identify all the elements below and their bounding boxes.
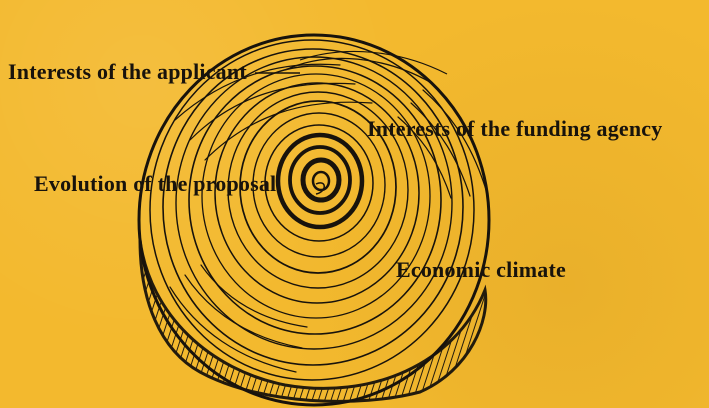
tree-ring-cross-section-icon (137, 33, 491, 407)
label-evolution-of-the-proposal: Evolution of the proposal (34, 171, 277, 196)
label-interests-of-the-funding-agency: Interests of the funding agency (367, 116, 663, 141)
label-economic-climate: Economic climate (396, 257, 566, 282)
label-interests-of-the-applicant: Interests of the applicant (8, 59, 247, 84)
